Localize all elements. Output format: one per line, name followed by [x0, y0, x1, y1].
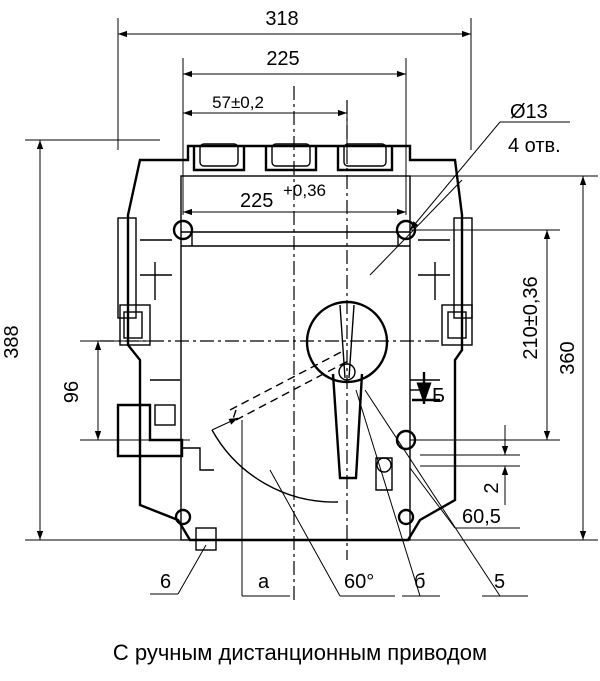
dim-225-holes-tol: +0,36	[283, 181, 326, 200]
hole-callout: Ø13 4 отв.	[369, 101, 570, 276]
dimension-2: 2	[420, 425, 520, 505]
callout-6: 6	[150, 527, 217, 595]
dim-225-label: 225	[266, 48, 299, 70]
hole-count-label: 4 отв.	[508, 135, 561, 157]
callout-b-label: б	[414, 571, 425, 593]
hole-diameter-label: Ø13	[510, 101, 548, 123]
dim-2-label: 2	[481, 482, 503, 493]
callout-5: 5	[364, 389, 528, 597]
drawing-caption: С ручным дистанционным приводом	[112, 640, 488, 665]
dim-318-label: 318	[265, 8, 298, 30]
dim-210-label: 210±0,36	[520, 276, 542, 359]
left-terminal-blocks	[117, 217, 180, 426]
dimension-57: 57±0,2	[183, 93, 348, 150]
dim-57-label: 57±0,2	[212, 93, 264, 112]
section-mark: Б	[412, 372, 445, 407]
callout-60-label: 60°	[344, 571, 374, 593]
dim-96-label: 96	[61, 381, 83, 403]
dimension-360: 360	[410, 175, 598, 541]
dimension-318: 318	[117, 8, 472, 150]
dimension-96: 96	[61, 340, 190, 441]
mounting-holes	[172, 219, 417, 526]
callout-b: б	[355, 389, 440, 597]
center-lines	[100, 86, 440, 600]
section-b-label: Б	[432, 385, 445, 407]
dimension-60-5: 60,5	[409, 467, 520, 529]
dimension-210: 210±0,36	[410, 229, 560, 441]
dim-360-label: 360	[557, 341, 579, 374]
dim-225-holes-label: 225	[240, 190, 273, 212]
callout-5-label: 5	[494, 571, 505, 593]
dim-388-label: 388	[1, 325, 23, 358]
callout-a: а	[241, 420, 290, 597]
angle-60-arc	[211, 417, 339, 503]
breaker-body	[116, 143, 473, 542]
dimension-388: 388	[1, 139, 190, 541]
callout-a-label: а	[258, 571, 270, 593]
callout-60: 60°	[269, 469, 395, 597]
handle-assembly	[229, 300, 389, 480]
dimension-225-top: 225	[182, 48, 407, 215]
dim-60-5-label: 60,5	[462, 506, 501, 528]
callout-6-label: 6	[160, 571, 171, 593]
top-terminals	[192, 143, 394, 172]
